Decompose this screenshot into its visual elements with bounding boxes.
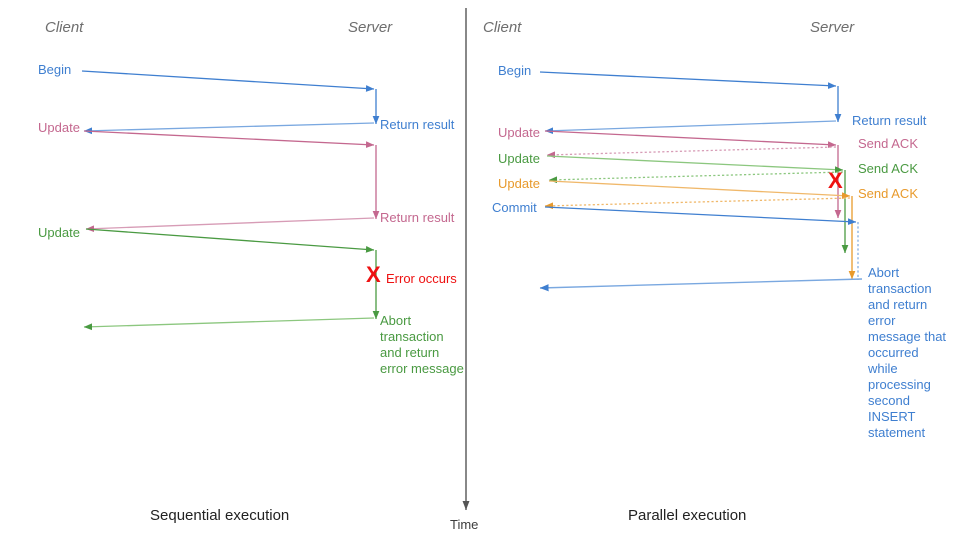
sequential-label-return-result-2: Return result — [380, 210, 455, 225]
arrow-update-1 — [544, 130, 837, 148]
arrow-send-ack-3 — [544, 197, 851, 210]
parallel-abort-text-block: Abort transaction and return error messa… — [868, 265, 947, 440]
arrow-update-3 — [548, 180, 851, 199]
sequential-header-server: Server — [348, 19, 393, 36]
parallel-label-send-ack-2: Send ACK — [858, 161, 918, 176]
arrow-send-ack-2 — [548, 171, 844, 184]
arrow-return-result-2 — [85, 217, 375, 233]
arrow-return-result-1 — [83, 122, 375, 135]
arrow-abort-return — [539, 278, 863, 292]
parallel-label-send-ack-1: Send ACK — [858, 136, 918, 151]
sequential-panel-arrows — [81, 70, 380, 331]
parallel-caption: Parallel execution — [628, 507, 747, 524]
arrow-abort-return — [83, 317, 375, 331]
arrow-commit — [544, 206, 857, 225]
sequential-caption: Sequential execution — [150, 507, 290, 524]
arrow-send-ack-1 — [546, 146, 837, 159]
parallel-label-update-2: Update — [498, 151, 540, 166]
sequential-abort-text-block: Abort transaction and return error messa… — [380, 313, 464, 376]
arrow-begin — [81, 70, 375, 92]
parallel-panel-arrows — [539, 71, 863, 292]
parallel-label-return-result: Return result — [852, 113, 927, 128]
arrow-begin — [539, 71, 837, 89]
arrow-update-2 — [546, 155, 844, 173]
parallel-label-update-3: Update — [498, 176, 540, 191]
arrow-update-1 — [83, 130, 375, 148]
parallel-label-send-ack-3: Send ACK — [858, 186, 918, 201]
sequential-label-error-occurs: Error occurs — [386, 271, 457, 286]
sequential-label-update-2: Update — [38, 225, 80, 240]
parallel-header-client: Client — [483, 19, 522, 36]
sequential-header-client: Client — [45, 19, 84, 36]
parallel-label-commit: Commit — [492, 200, 537, 215]
time-axis-label: Time — [450, 517, 479, 532]
parallel-header-server: Server — [810, 19, 855, 36]
error-x-icon: X — [366, 262, 381, 287]
sequential-label-return-result-1: Return result — [380, 117, 455, 132]
sequential-label-begin: Begin — [38, 62, 72, 77]
sequential-label-update-1: Update — [38, 120, 80, 135]
parallel-label-update-1: Update — [498, 125, 540, 140]
arrow-return-result — [544, 120, 837, 135]
error-x-icon: X — [828, 168, 843, 193]
arrow-update-2 — [85, 228, 375, 253]
parallel-label-begin: Begin — [498, 63, 532, 78]
